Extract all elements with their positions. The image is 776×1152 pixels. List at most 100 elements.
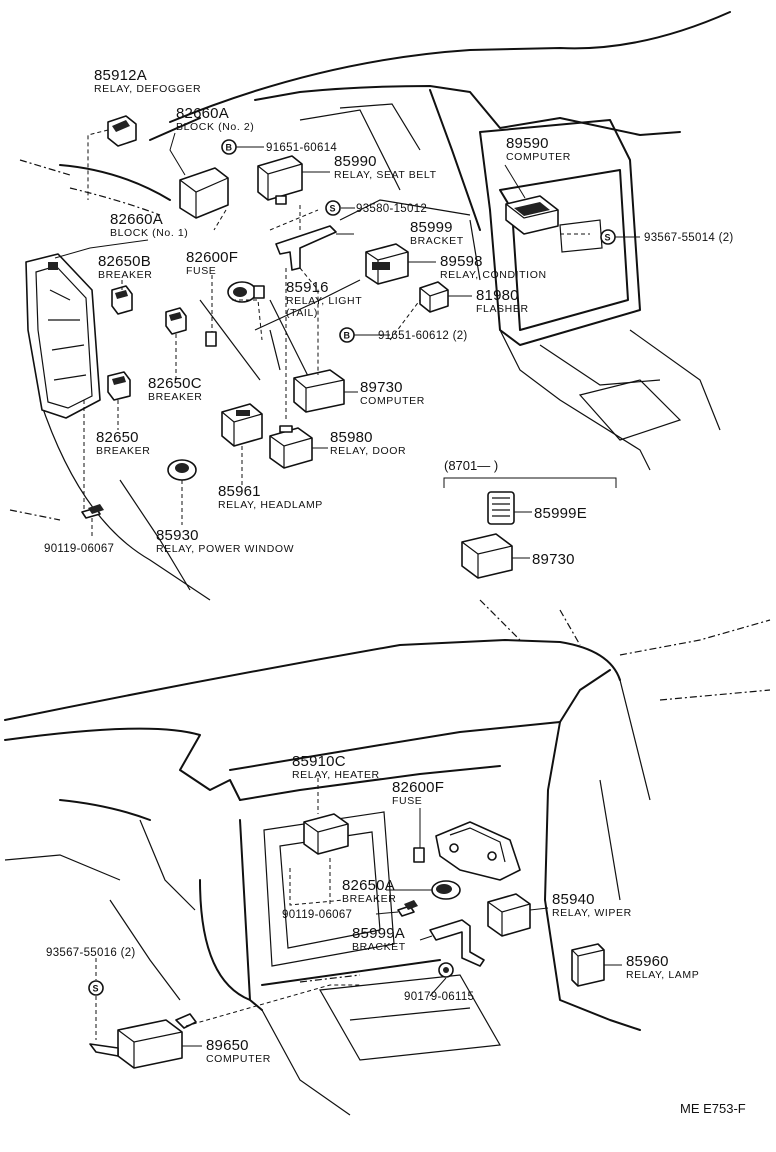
junction-block-bottom [435,821,521,881]
label-85961-number: 85961 [218,483,261,500]
part-89598-shape [365,243,409,285]
part-85940-shape [487,893,531,937]
variant-bracket: (8701— ) [443,458,617,488]
label-85916-desc: RELAY, LIGHT [286,295,362,307]
part-89650-shape [89,1013,197,1069]
label-89730-top-number: 89730 [360,379,403,396]
part-85980-shape [269,425,313,469]
part-85999e-shape [487,491,515,525]
label-82600f-top-number: 82600F [186,249,238,266]
label-82600f-top-desc: FUSE [186,265,216,277]
label-85990-desc: RELAY, SEAT BELT [334,169,437,181]
part-82650a-shape [431,880,461,900]
label-89650-number: 89650 [206,1037,249,1054]
label-81980-desc: FLASHER [476,303,529,315]
svg-text:B: B [226,143,233,153]
part-89590-shape [505,195,559,235]
part-85916-shape [227,281,265,303]
label-82650b-number: 82650B [98,253,151,270]
part-85990-shape [257,155,303,205]
part-82650-shape [107,371,131,401]
label-82650b-desc: BREAKER [98,269,152,281]
part-81980-shape [419,281,449,313]
diagram-code: ME E753-F [680,1101,746,1116]
label-91651-60614: 91651-60614 [266,142,337,154]
label-82600f-bot-desc: FUSE [392,795,422,807]
label-82650a-desc: BREAKER [342,893,396,905]
label-85999-desc: BRACKET [410,235,464,247]
part-85910c-shape [303,813,349,855]
part-89730-top-shape [293,369,345,413]
part-85961-shape [221,403,263,447]
svg-text:S: S [605,233,611,243]
label-82650a-number: 82650A [342,877,395,894]
bottom-parts: S [88,813,605,1069]
label-85940-number: 85940 [552,891,595,908]
part-82600f-bot-shape [413,847,425,863]
label-93567-55016: 93567-55016 (2) [46,947,136,959]
label-89730-top-desc: COMPUTER [360,395,425,407]
label-89598-desc: RELAY, CONDITION [440,269,547,281]
label-85999a-number: 85999A [352,925,405,942]
label-85940-desc: RELAY, WIPER [552,907,632,919]
label-82660a-2-number: 82660A [176,105,229,122]
part-82650c-shape [165,307,187,335]
part-90179-shape [438,962,454,978]
label-85960-desc: RELAY, LAMP [626,969,699,981]
label-82650-desc: BREAKER [96,445,150,457]
label-91651-60612: 91651-60612 (2) [378,330,468,342]
label-93580-15012: 93580-15012 [356,203,427,215]
label-82660a-1-desc: BLOCK (No. 1) [110,227,188,239]
label-90179-06115: 90179-06115 [404,991,474,1003]
part-89730-var-shape [461,533,513,579]
svg-text:S: S [330,204,336,214]
part-85912a-shape [107,115,137,147]
label-90119-bot: 90119-06067 [282,909,352,921]
label-82650c-desc: BREAKER [148,391,202,403]
variant-label: (8701— ) [444,458,498,473]
top-dashboard-structure [9,11,731,601]
label-82650c-number: 82650C [148,375,202,392]
label-85916-desc2: (TAIL) [286,307,318,319]
top-leader-lines [54,129,640,559]
label-85980-desc: RELAY, DOOR [330,445,406,457]
label-85960-number: 85960 [626,953,669,970]
label-85910c-desc: RELAY, HEATER [292,769,380,781]
label-82600f-bot-number: 82600F [392,779,444,796]
part-labels: 85912A RELAY, DEFOGGER 82660A BLOCK (No.… [44,67,746,1116]
part-82660a-2-shape [179,167,229,219]
label-89590-desc: COMPUTER [506,151,571,163]
label-85910c-number: 85910C [292,753,346,770]
svg-text:B: B [344,331,351,341]
label-93567-55014: 93567-55014 (2) [644,232,734,244]
label-85999a-desc: BRACKET [352,941,406,953]
label-82650-number: 82650 [96,429,139,446]
label-82660a-2-desc: BLOCK (No. 2) [176,121,254,133]
label-85912a-desc: RELAY, DEFOGGER [94,83,201,95]
label-85912a-number: 85912A [94,67,147,84]
bolt-symbol-91651-60612: B [339,327,355,343]
label-85999e-number: 85999E [534,505,587,522]
part-85999-shape [275,225,337,271]
bolt-symbol-91651-60614: B [221,139,237,155]
part-85930-shape [167,459,197,481]
label-85916-number: 85916 [286,279,329,296]
label-85930-number: 85930 [156,527,199,544]
label-85999-number: 85999 [410,219,453,236]
label-89650-desc: COMPUTER [206,1053,271,1065]
label-85980-number: 85980 [330,429,373,446]
bottom-dashboard-structure [4,599,771,1116]
part-85999a-shape [429,919,485,967]
label-89590-number: 89590 [506,135,549,152]
part-82650b-shape [111,285,133,315]
part-82600f-top-shape [205,331,217,347]
label-85990-number: 85990 [334,153,377,170]
label-82660a-1-number: 82660A [110,211,163,228]
label-85930-desc: RELAY, POWER WINDOW [156,543,294,555]
label-81980-number: 81980 [476,287,519,304]
part-85960-shape [571,943,605,987]
part-82660a-1-shape [25,253,101,419]
label-85961-desc: RELAY, HEADLAMP [218,499,323,511]
label-89730-var-number: 89730 [532,551,575,568]
